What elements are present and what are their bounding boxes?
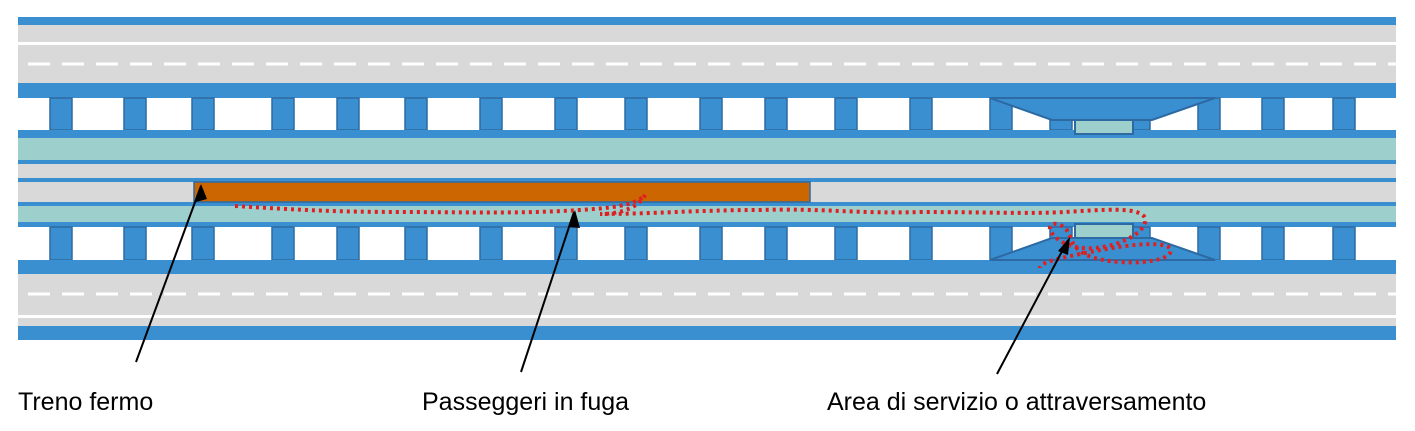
upper-gallery-pillar <box>1261 97 1285 131</box>
upper-service-bay <box>989 97 1216 121</box>
upper-gallery-pillar <box>479 97 503 131</box>
upper-gallery-pillar <box>49 97 73 131</box>
lower-gallery-top-wall <box>18 222 1396 227</box>
lower-gallery-pillar <box>336 226 360 261</box>
label-service-area: Area di servizio o attraversamento <box>827 388 1206 416</box>
lower-service-bay-crossing <box>1074 223 1134 239</box>
upper-gallery-pillar <box>336 97 360 131</box>
central-platform <box>18 164 1396 178</box>
lower-gallery-pillar <box>404 226 428 261</box>
upper-gallery-pillar <box>1332 97 1356 131</box>
arrow-train <box>135 185 202 363</box>
lower-gallery <box>18 223 1396 274</box>
lower-gallery-pillar <box>699 226 723 261</box>
lower-roadway <box>18 274 1396 340</box>
lower-gallery-pillar <box>834 226 858 261</box>
lower-service-bay <box>989 237 1216 261</box>
lower-gallery-pillar <box>123 226 147 261</box>
arrow-service-area <box>996 239 1069 375</box>
stopped-train <box>193 181 811 203</box>
railway-separator-low <box>18 202 1396 206</box>
lower-gallery-pillar <box>49 226 73 261</box>
annotation-arrows <box>135 184 1070 375</box>
arrow-passengers <box>520 211 575 373</box>
upper-roadway-top-edge <box>18 17 1396 25</box>
upper-gallery-pillar <box>271 97 295 131</box>
lower-gallery-bottom-wall <box>18 260 1396 274</box>
upper-gallery-pillar <box>764 97 788 131</box>
lower-gallery-pillar <box>191 226 215 261</box>
lower-gallery-pillar <box>271 226 295 261</box>
upper-gallery-pillar <box>909 97 933 131</box>
upper-roadway-curb-top <box>18 42 1396 45</box>
lower-gallery-pillar <box>1261 226 1285 261</box>
upper-roadway <box>18 17 1396 83</box>
upper-service-bay-crossing <box>1074 119 1134 135</box>
upper-gallery-pillar <box>123 97 147 131</box>
railway-separator-mid <box>18 178 1396 182</box>
arrow-passengers-head <box>568 210 580 228</box>
escape-path <box>234 193 1173 269</box>
lower-gallery-pillar <box>624 226 648 261</box>
lower-roadway-bottom-edge <box>18 326 1396 340</box>
upper-roadway-surface <box>18 25 1396 83</box>
label-escaping-passengers: Passeggeri in fuga <box>422 388 629 416</box>
upper-gallery-pillar <box>191 97 215 131</box>
lower-gallery-pillar <box>909 226 933 261</box>
upper-gallery <box>18 83 1396 138</box>
upper-gallery-pillar <box>699 97 723 131</box>
lower-gallery-pillar <box>1332 226 1356 261</box>
upper-gallery-pillar <box>624 97 648 131</box>
lower-gallery-pillar <box>554 226 578 261</box>
upper-gallery-pillar <box>554 97 578 131</box>
lower-track <box>18 206 1396 222</box>
upper-gallery-top-wall <box>18 83 1396 98</box>
upper-gallery-pillar <box>834 97 858 131</box>
railway-separator-top <box>18 160 1396 164</box>
arrow-service-area-head <box>1058 237 1070 255</box>
upper-gallery-bottom-wall <box>18 130 1396 138</box>
lower-gallery-pillar <box>479 226 503 261</box>
arrow-train-head <box>196 184 207 202</box>
lower-gallery-pillar <box>764 226 788 261</box>
lower-roadway-surface <box>18 274 1396 326</box>
upper-track <box>18 138 1396 160</box>
label-stopped-train: Treno fermo <box>18 388 153 416</box>
lower-roadway-curb <box>18 315 1396 318</box>
upper-gallery-pillar <box>404 97 428 131</box>
